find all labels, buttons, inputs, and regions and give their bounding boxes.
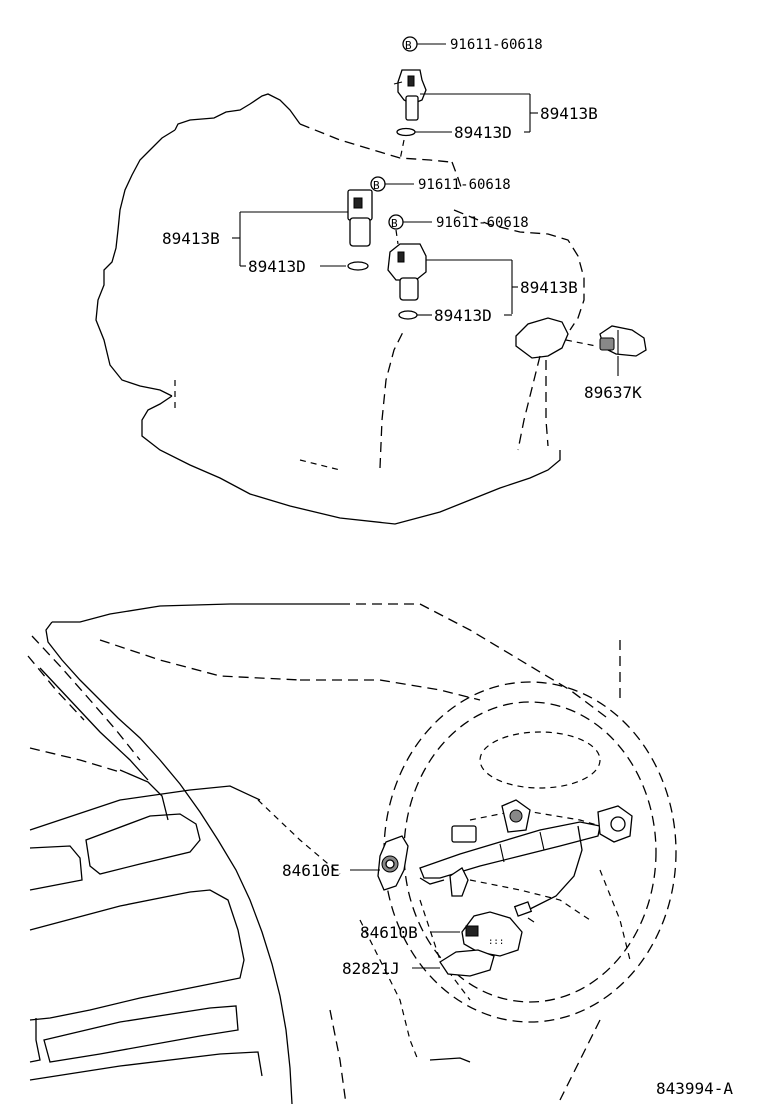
switch-right-upper: [501, 799, 633, 843]
label-bolt-top: 91611-60618: [450, 37, 543, 53]
label-speed-sensor: 89637K: [584, 383, 642, 402]
svg-text::::: :::: [488, 937, 504, 947]
cover: [439, 949, 495, 977]
label-oring-top: 89413D: [454, 123, 512, 142]
switch-right: :::: [461, 911, 523, 957]
label-oring-left: 89413D: [248, 257, 306, 276]
svg-text:B: B: [405, 39, 412, 52]
label-sensor-right: 89413B: [520, 278, 578, 297]
label-switch-right: 84610B: [360, 923, 418, 942]
wire-harness: [419, 821, 601, 923]
bolt-mid: B: [370, 176, 386, 192]
label-sensor-top: 89413B: [540, 104, 598, 123]
label-cover: 82821J: [342, 959, 400, 978]
sensor-right: [387, 243, 427, 301]
oring-right: [398, 310, 418, 320]
label-bolt-mid: 91611-60618: [418, 177, 511, 193]
label-oring-right: 89413D: [434, 306, 492, 325]
switch-left: [377, 835, 469, 897]
sensor-top: [393, 69, 427, 121]
sensor-left: [347, 189, 373, 247]
speed-sensor: [599, 325, 647, 357]
label-sensor-left: 89413B: [162, 229, 220, 248]
svg-text:B: B: [391, 217, 398, 230]
oring-top: [396, 127, 416, 137]
bolt-right: B: [388, 214, 404, 230]
oring-left: [347, 261, 369, 271]
label-bolt-right: 91611-60618: [436, 215, 529, 231]
dashboard-outline: [27, 603, 621, 1105]
figure-id: 843994-A: [656, 1079, 733, 1098]
bolt-top: B: [402, 36, 418, 52]
label-switch-left: 84610E: [282, 861, 340, 880]
svg-text:B: B: [373, 179, 380, 192]
transmission-outline: [95, 93, 585, 525]
